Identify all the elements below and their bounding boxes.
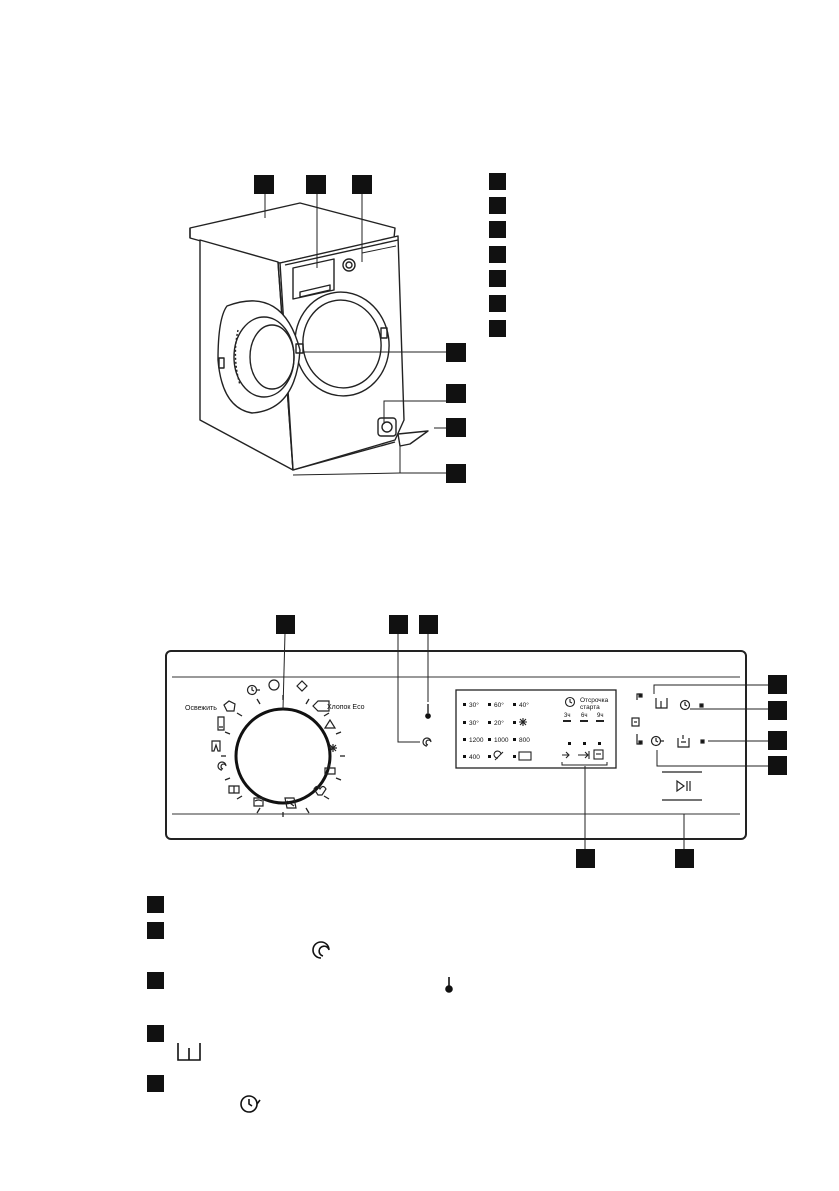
legend-marker (489, 295, 506, 312)
thermometer-icon (425, 704, 431, 719)
legend-marker (489, 221, 506, 238)
cold-icon (519, 718, 527, 726)
panel-leader-lines (282, 632, 768, 851)
callout-marker (254, 175, 274, 194)
prewash-icon[interactable] (655, 698, 668, 709)
delay-start-icon (564, 696, 576, 708)
callout-marker (446, 343, 466, 362)
start-pause-icon (676, 779, 691, 793)
control-panel: Освежить Хлопок Eco 30° 60° 40° 30° 20° … (165, 650, 747, 840)
callout-marker (389, 615, 408, 634)
panel-legend-markers (147, 896, 164, 1092)
spin-400: 400 (469, 754, 480, 761)
overview-leader-lines (264, 194, 446, 476)
callout-marker (306, 175, 326, 194)
circle-icon (268, 679, 280, 691)
baby-icon (324, 763, 336, 775)
extra-rinse-icon[interactable] (677, 735, 690, 748)
door-icon (593, 749, 604, 760)
callout-marker (768, 731, 787, 750)
callout-marker (675, 849, 694, 868)
callout-marker (768, 701, 787, 720)
spin-1000: 1000 (494, 737, 509, 744)
callout-marker (352, 175, 372, 194)
delay-3h: 3ч (564, 713, 570, 719)
callout-marker (446, 418, 466, 437)
overview-callout-markers (254, 175, 466, 483)
rinse-icon (228, 785, 240, 794)
legend-marker (147, 922, 164, 939)
temp-40: 40° (519, 701, 529, 709)
legend-marker (147, 972, 164, 989)
callout-marker (446, 384, 466, 403)
mixed-icon (296, 680, 308, 692)
cotton-shirt-icon (223, 700, 236, 712)
display-screen: 30° 60° 40° 30° 20° 1200 1000 800 400 От… (455, 689, 617, 769)
prewash-icon (177, 1043, 201, 1061)
legend-marker (147, 896, 164, 913)
time-save-icon[interactable] (679, 699, 691, 711)
legend-marker (147, 1075, 164, 1092)
temp-30-b: 30° (469, 719, 479, 727)
legend-marker (489, 197, 506, 214)
spin-1200: 1200 (469, 737, 484, 744)
legend-marker (489, 246, 506, 263)
lock-icon (631, 717, 640, 727)
callout-marker (576, 849, 595, 868)
legend-marker (489, 320, 506, 337)
delay-6h: 6ч (581, 713, 587, 719)
wool-icon (313, 785, 327, 796)
dial-label-cotton-eco: Хлопок Eco (327, 704, 365, 711)
callout-marker (446, 464, 466, 483)
temp-60: 60° (494, 701, 504, 709)
jeans-icon (211, 740, 221, 752)
overview-legend-markers (489, 173, 506, 337)
spin-800: 800 (519, 737, 530, 744)
no-spin-icon (493, 750, 504, 761)
spin-icon (422, 737, 432, 747)
bedding-icon (253, 797, 264, 807)
legend-marker (489, 173, 506, 190)
timer-icon (246, 684, 260, 696)
delay-title-line1: Отсрочка (580, 697, 609, 704)
spin-icon (312, 941, 330, 959)
rinse-hold-icon (518, 751, 532, 761)
legend-icons (177, 941, 453, 1113)
program-selector-dial[interactable] (234, 707, 332, 805)
option-buttons (631, 693, 705, 748)
thermometer-icon (445, 977, 453, 993)
panel-callout-markers (276, 615, 787, 868)
temp-30: 30° (469, 701, 479, 709)
delay-start-icon[interactable] (650, 735, 665, 747)
synthetics-icon (329, 744, 337, 752)
shirt-icon (217, 716, 225, 731)
legend-marker (147, 1025, 164, 1042)
blanket-icon (284, 797, 297, 809)
machine-illustration (189, 202, 429, 471)
delicate-triangle-icon (323, 718, 337, 729)
callout-marker (419, 615, 438, 634)
dial-icons (211, 679, 337, 809)
delay-title-line2: старта (580, 704, 600, 711)
start-pause-button[interactable] (662, 771, 702, 801)
callout-marker (276, 615, 295, 634)
timer-icon (240, 1095, 261, 1113)
callout-marker (768, 675, 787, 694)
delay-9h: 9ч (597, 713, 603, 719)
dial-label-refresh: Освежить (185, 705, 217, 712)
temp-20: 20° (494, 719, 504, 727)
spin-icon (217, 761, 227, 771)
legend-marker (489, 270, 506, 287)
callout-marker (768, 756, 787, 775)
tag-icon (312, 700, 330, 712)
